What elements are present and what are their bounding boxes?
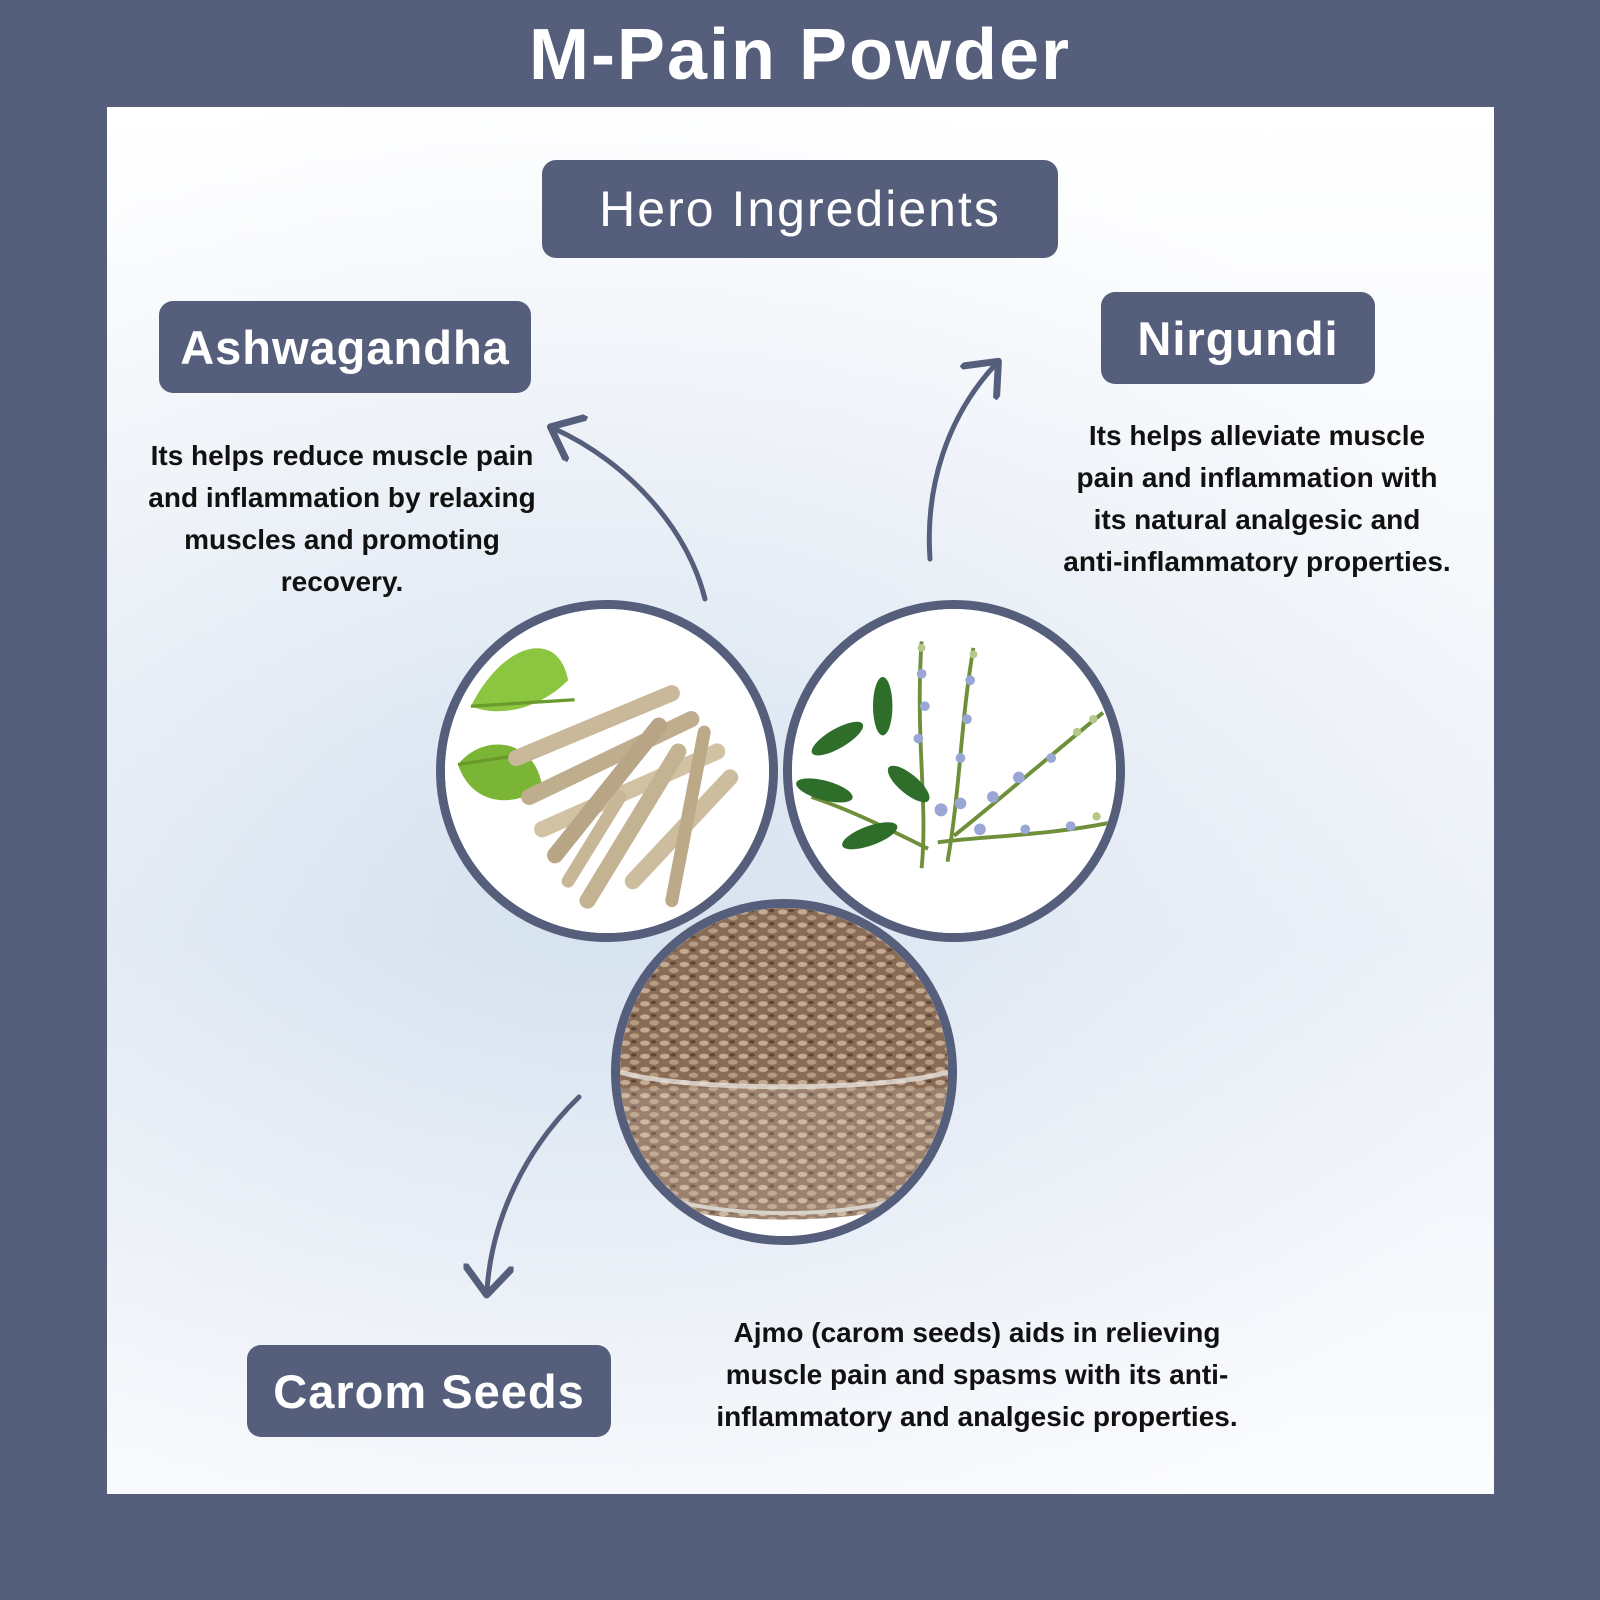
page-title: M-Pain Powder bbox=[528, 15, 1072, 95]
carom-seeds-image bbox=[611, 899, 957, 1245]
carom-seeds-description: Ajmo (carom seeds) aids in relieving mus… bbox=[716, 1317, 1238, 1432]
nirgundi-image bbox=[783, 600, 1125, 942]
ashwagandha-label: Ashwagandha bbox=[159, 301, 531, 393]
ingredients-panel: Hero Ingredients Ashwagandha Its helps r… bbox=[107, 107, 1494, 1494]
carom-seeds-label: Carom Seeds bbox=[247, 1345, 611, 1437]
ashwagandha-arrow-icon bbox=[555, 429, 708, 602]
ashwagandha-roots-icon bbox=[445, 609, 769, 933]
carom-arrow-icon bbox=[487, 1094, 582, 1290]
nirgundi-arrow-icon bbox=[926, 365, 995, 562]
hero-ingredients-heading: Hero Ingredients bbox=[542, 160, 1058, 258]
nirgundi-label: Nirgundi bbox=[1101, 292, 1375, 384]
nirgundi-description: Its helps alleviate muscle pain and infl… bbox=[1063, 420, 1451, 577]
ashwagandha-image bbox=[436, 600, 778, 942]
nirgundi-plant-icon bbox=[792, 609, 1116, 933]
carom-seeds-bowl-icon bbox=[620, 908, 948, 1236]
ashwagandha-description: Its helps reduce muscle pain and inflamm… bbox=[148, 440, 536, 597]
